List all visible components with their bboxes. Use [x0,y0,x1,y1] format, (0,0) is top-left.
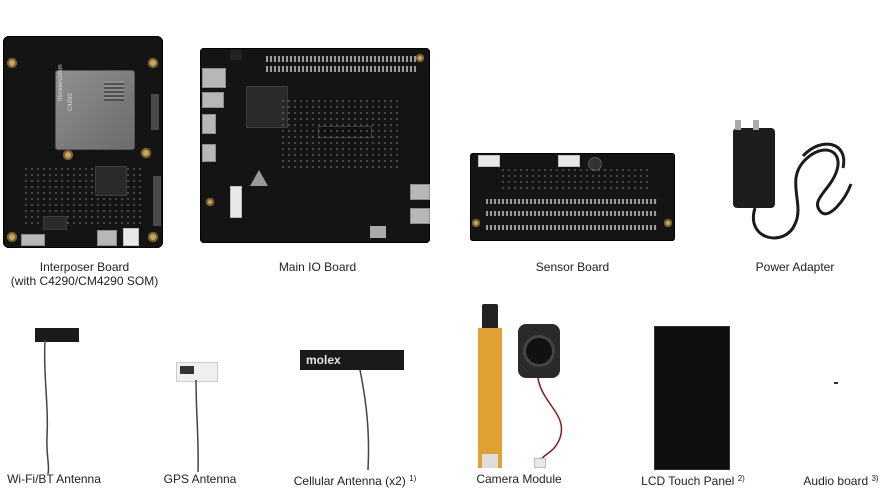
main-io-board-image [200,48,430,243]
cellular-antenna-image: molex [298,350,408,475]
wifi-antenna-label: Wi-Fi/BT Antenna [7,472,101,486]
power-adapter-image [725,120,855,250]
audio-board-label: Audio board 3) [803,474,879,488]
audio-board-placeholder [834,382,838,384]
power-adapter-label: Power Adapter [755,260,835,274]
som-module: thundercomm C4290 [55,64,135,150]
interposer-board-image: thundercomm C4290 [3,36,163,248]
gps-antenna-image [172,362,222,474]
molex-logo: molex [306,353,341,367]
power-cable-icon [751,142,853,240]
camera-module-label: Camera Module [476,472,562,486]
camera-module-image [470,304,570,470]
gps-antenna-label: GPS Antenna [163,472,237,486]
lcd-panel-image [654,326,730,470]
cellular-antenna-label: Cellular Antenna (x2) 1) [293,474,417,488]
som-brand-text: thundercomm [58,64,64,101]
lcd-panel-label: LCD Touch Panel 2) [641,474,745,488]
sensor-board-label: Sensor Board [535,260,610,274]
warning-triangle-icon [250,170,268,186]
wifi-antenna-image [25,326,95,476]
main-io-board-label: Main IO Board [278,260,357,274]
qr-code-icon [104,81,124,101]
interposer-board-label: Interposer Board (with C4290/CM4290 SOM) [10,260,159,288]
som-model-text: C4290 [68,93,74,111]
sensor-board-image [470,153,675,241]
